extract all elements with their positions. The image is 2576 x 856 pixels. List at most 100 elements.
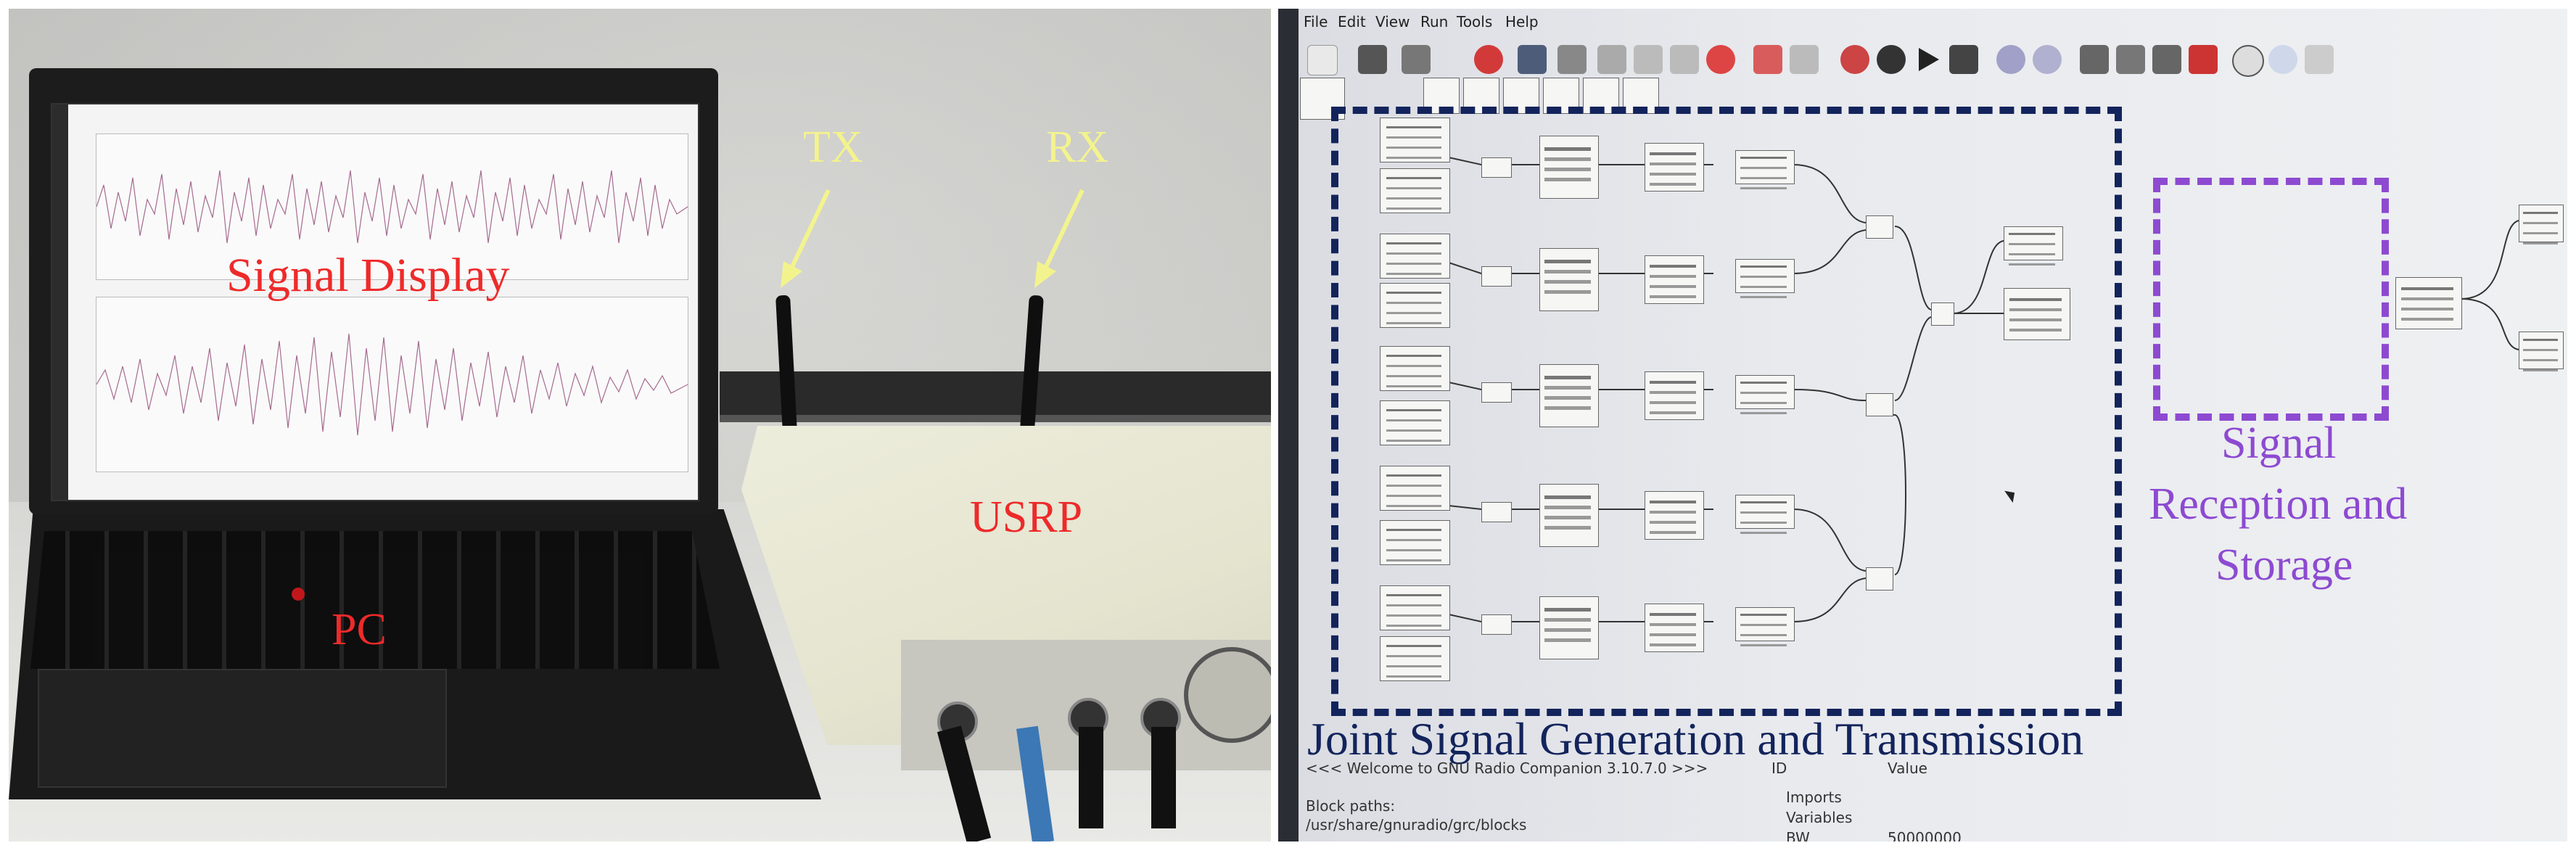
add-block[interactable] [1931,303,1954,326]
file-source-block[interactable] [1380,466,1450,511]
console-panel: <<< Welcome to GNU Radio Companion 3.10.… [1278,760,2567,841]
file-source-block[interactable] [1380,400,1450,445]
prop-imports[interactable]: Imports [1786,789,1842,806]
ofdm-cyclic-prefixer-block[interactable] [1735,150,1795,184]
tx-region-label: Joint Signal Generation and Transmission [1307,713,2084,765]
rx-label: RX [1046,123,1109,172]
ofdm-carrier-allocator-block[interactable] [1539,596,1599,659]
fft-block[interactable] [1645,371,1704,420]
file-source-block[interactable] [1380,118,1450,162]
ofdm-cyclic-prefixer-block[interactable] [1735,607,1795,641]
fft-block[interactable] [1645,255,1704,304]
reload-icon[interactable] [2268,45,2297,74]
paste-icon[interactable] [1670,45,1699,74]
mux-block[interactable] [1481,614,1512,635]
ofdm-carrier-allocator-block[interactable] [1539,248,1599,311]
rx-arrow [1034,189,1085,288]
laptop-screen [51,103,699,501]
copy-icon[interactable] [1634,45,1663,74]
add-block[interactable] [1866,567,1893,590]
ofdm-carrier-allocator-block[interactable] [1539,136,1599,199]
mux-block[interactable] [1481,502,1512,522]
errors-icon[interactable] [2189,45,2218,74]
add-block[interactable] [1866,215,1893,239]
file-source-block[interactable] [1380,520,1450,565]
delete-icon[interactable] [1706,45,1735,74]
fft-block[interactable] [1645,604,1704,652]
laptop-touchpad [38,669,447,788]
uhd-usrp-sink-block[interactable] [2004,288,2070,340]
waveform-bottom [96,333,688,436]
rx-region-label-line3: Storage [2215,540,2353,590]
lab-setup-photo: Signal Display TX RX USRP PC [9,9,1271,841]
tx-region-box [1331,107,2122,716]
edit-icon[interactable] [1518,45,1547,74]
menu-view[interactable]: View [1375,13,1410,30]
time-domain-plot-top [96,133,688,280]
prop-variables[interactable]: Variables [1786,809,1853,826]
mux-block[interactable] [1481,266,1512,287]
file-source-block[interactable] [1380,636,1450,681]
ofdm-cyclic-prefixer-block[interactable] [1735,375,1795,409]
mux-block[interactable] [1481,157,1512,178]
print-icon[interactable] [1557,45,1587,74]
fft-block[interactable] [1645,491,1704,540]
new-icon[interactable] [1307,45,1338,75]
tx-arrow [781,189,831,288]
usrp-fan [1184,647,1271,743]
menu-help[interactable]: Help [1505,13,1539,30]
menu-edit[interactable]: Edit [1338,13,1366,30]
generate-icon[interactable] [1877,45,1906,74]
mux-block[interactable] [1481,382,1512,403]
waveform-top [96,170,688,244]
rx-region-label-line1: Signal [2221,419,2337,468]
ofdm-cyclic-prefixer-block[interactable] [1735,495,1795,529]
kill-icon[interactable] [1949,45,1978,74]
file-source-block[interactable] [1380,168,1450,213]
menubar: File Edit View Run Tools Help [1278,9,2567,35]
bypass-icon[interactable] [2152,45,2181,74]
grc-screen-photo: File Edit View Run Tools Help [1278,9,2567,841]
qt-gui-time-sink-block[interactable] [2519,205,2564,242]
background-monitor [720,371,1271,415]
open-hier-icon[interactable] [2116,45,2145,74]
add-block[interactable] [1866,393,1893,416]
console-path: /usr/share/gnuradio/grc/blocks [1306,816,1527,834]
screen-bezel [1278,9,1299,841]
send-to-icon[interactable] [2305,45,2334,74]
close-icon[interactable] [1474,45,1503,74]
find-block-icon[interactable] [2232,45,2264,77]
file-source-block[interactable] [1380,346,1450,391]
file-source-block[interactable] [1380,283,1450,328]
menu-run[interactable]: Run [1420,13,1449,30]
prop-bw-name: BW [1786,829,1810,841]
qt-gui-sink-block[interactable] [2004,226,2063,260]
uhd-usrp-source-block[interactable] [2395,277,2462,329]
stop-icon[interactable] [1840,45,1869,74]
open-icon[interactable] [1358,45,1387,74]
ofdm-cyclic-prefixer-block[interactable] [1735,259,1795,293]
disable-icon[interactable] [2033,45,2062,74]
cut-icon[interactable] [1597,45,1626,74]
file-source-block[interactable] [1380,585,1450,630]
fft-block[interactable] [1645,143,1704,192]
ofdm-carrier-allocator-block[interactable] [1539,364,1599,427]
file-sink-block[interactable] [2519,332,2564,369]
background-monitor-edge [720,415,1271,422]
menu-file[interactable]: File [1304,13,1328,30]
ofdm-carrier-allocator-block[interactable] [1539,484,1599,547]
redo-icon[interactable] [1790,45,1819,74]
menu-tools[interactable]: Tools [1457,13,1493,30]
enable-icon[interactable] [1996,45,2025,74]
toolbar [1278,35,2567,86]
screen-dock [52,104,68,500]
undo-icon[interactable] [1753,45,1782,74]
save-icon[interactable] [1402,45,1431,74]
create-hier-icon[interactable] [2080,45,2109,74]
rx-region-box [2153,178,2389,421]
prop-col-id: ID [1771,760,1787,777]
time-domain-plot-bottom [96,297,688,472]
file-source-block[interactable] [1380,234,1450,279]
console-block-paths: Block paths: [1306,797,1396,815]
usrp-label: USRP [970,493,1083,542]
